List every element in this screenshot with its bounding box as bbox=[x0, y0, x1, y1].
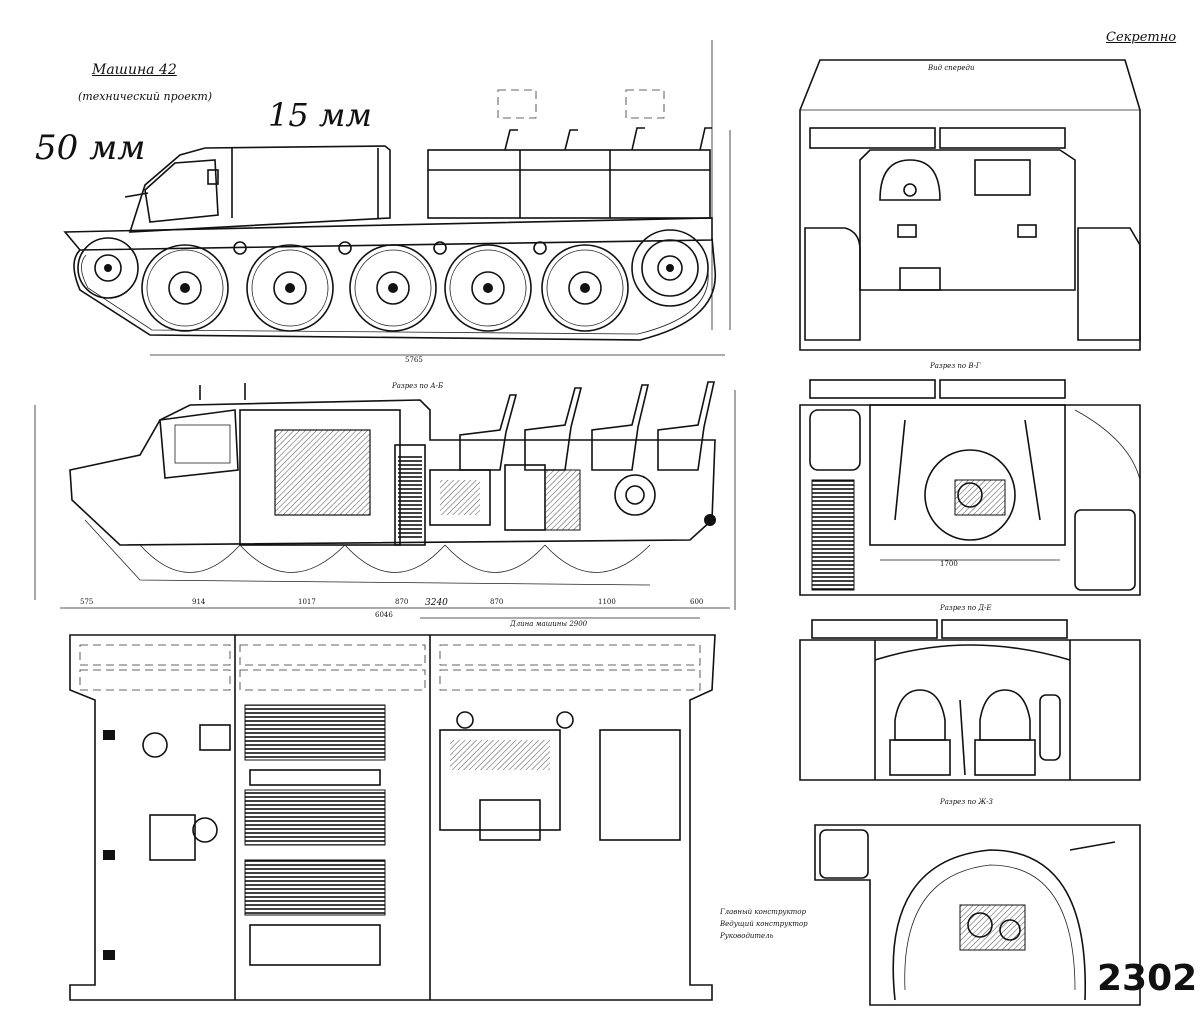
signature-line-2: Ведущий конструктор bbox=[720, 920, 808, 928]
drawing-subtitle: (технический проект) bbox=[78, 90, 213, 103]
section-zhz-caption: Разрез по Ж-З bbox=[940, 798, 993, 806]
crew-seats bbox=[459, 381, 715, 471]
dim-d7: 600 bbox=[690, 598, 704, 606]
drive-sprocket bbox=[631, 229, 709, 307]
dim-d2: 914 bbox=[192, 598, 206, 606]
side-view bbox=[63, 40, 731, 356]
drawing-title: Машина 42 bbox=[92, 62, 177, 78]
signature-line-3: Руководитель bbox=[720, 932, 774, 940]
front-armor-annotation: 50 мм bbox=[35, 128, 146, 168]
classification-stamp: Секретно bbox=[1106, 30, 1177, 45]
sheet-number: 2302 bbox=[1097, 958, 1198, 999]
section-ab-view bbox=[34, 381, 736, 610]
dim-d5: 870 bbox=[490, 598, 504, 606]
front-view bbox=[799, 59, 1141, 351]
dim-wheelbase: 3240 bbox=[425, 598, 448, 608]
dim-hull-length: 6046 bbox=[375, 611, 393, 619]
road-wheels bbox=[141, 244, 629, 332]
front-view-caption: Вид спереди bbox=[928, 64, 975, 72]
idler-wheel bbox=[77, 237, 139, 299]
section-zhz-view bbox=[814, 824, 1141, 1006]
dim-d6: 1100 bbox=[598, 598, 616, 606]
dim-d3: 1017 bbox=[298, 598, 316, 606]
section-de-view bbox=[799, 619, 1141, 781]
signature-line-1: Главный конструктор bbox=[720, 908, 807, 916]
dim-overall-length: 5765 bbox=[405, 356, 423, 364]
plan-view bbox=[69, 617, 716, 1001]
dim-d1: 575 bbox=[80, 598, 94, 606]
side-armor-annotation: 15 мм bbox=[268, 96, 372, 134]
dim-track-width: 1700 bbox=[940, 560, 958, 568]
section-de-caption: Разрез по Д-Е bbox=[940, 604, 992, 612]
dim-d4: 870 bbox=[395, 598, 409, 606]
section-ab-caption: Разрез по А-Б bbox=[392, 382, 444, 390]
section-vg-caption: Разрез по В-Г bbox=[930, 362, 981, 370]
length-caption: Длина машины 2900 bbox=[510, 620, 588, 628]
section-vg-view bbox=[799, 379, 1141, 596]
